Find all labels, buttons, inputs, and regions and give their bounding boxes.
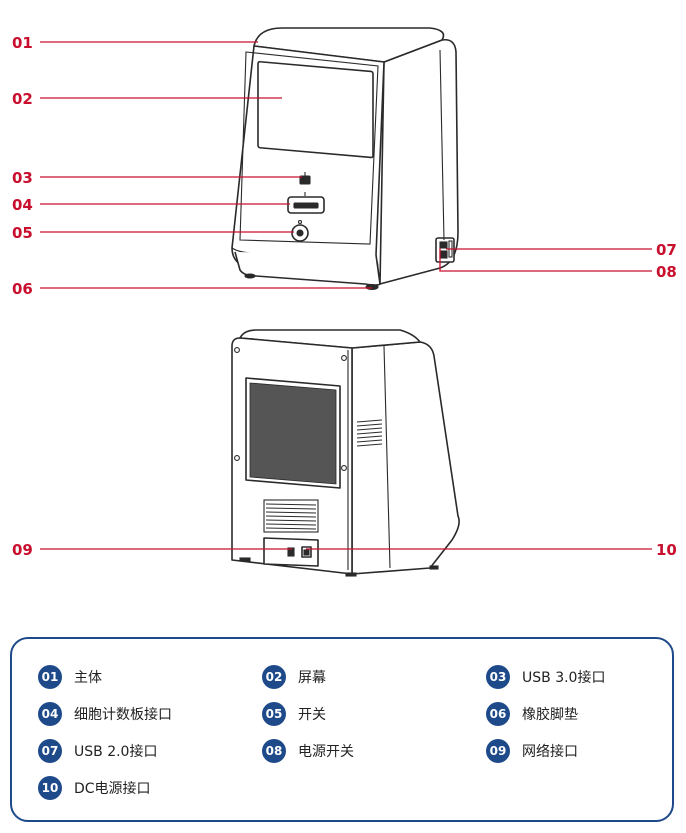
- callout-07: 07: [656, 241, 677, 259]
- legend-item-08: 08 电源开关: [262, 739, 354, 763]
- legend-item-09: 09 网络接口: [486, 739, 578, 763]
- callout-09: 09: [12, 541, 33, 559]
- callout-05: 05: [12, 224, 33, 242]
- legend-label: 细胞计数板接口: [74, 707, 172, 723]
- legend-item-01: 01 主体: [38, 665, 102, 689]
- legend-badge: 03: [486, 665, 510, 689]
- legend-item-06: 06 橡胶脚垫: [486, 702, 578, 726]
- legend-label: 开关: [298, 707, 326, 723]
- device-diagram: 01 02 03 04 05 06 07 08 09 10: [12, 27, 677, 577]
- legend-label: 屏幕: [298, 670, 326, 686]
- legend-badge: 06: [486, 702, 510, 726]
- legend-label: USB 3.0接口: [522, 670, 606, 686]
- legend-badge: 01: [38, 665, 62, 689]
- legend-item-10: 10 DC电源接口: [38, 776, 151, 800]
- back-view-device: [231, 329, 460, 577]
- callout-03: 03: [12, 169, 33, 187]
- legend-label: 主体: [74, 670, 102, 686]
- leader-lines: [40, 41, 652, 550]
- legend-label: 橡胶脚垫: [522, 707, 578, 723]
- legend-badge: 08: [262, 739, 286, 763]
- legend-label: 网络接口: [522, 744, 578, 760]
- legend-badge: 05: [262, 702, 286, 726]
- legend-item-04: 04 细胞计数板接口: [38, 702, 172, 726]
- callout-04: 04: [12, 196, 33, 214]
- callout-02: 02: [12, 90, 33, 108]
- legend-label: USB 2.0接口: [74, 744, 158, 760]
- legend-badge: 07: [38, 739, 62, 763]
- legend-label: DC电源接口: [74, 781, 151, 797]
- legend-label: 电源开关: [298, 744, 354, 760]
- legend-item-05: 05 开关: [262, 702, 326, 726]
- legend-item-03: 03 USB 3.0接口: [486, 665, 605, 689]
- legend-badge: 02: [262, 665, 286, 689]
- callout-06: 06: [12, 280, 33, 298]
- legend-panel: 01 主体 02 屏幕 03 USB 3.0接口 04 细胞计数板接口 05 开…: [10, 637, 674, 822]
- side-vent: [356, 419, 383, 447]
- legend-item-07: 07 USB 2.0接口: [38, 739, 157, 763]
- legend-badge: 10: [38, 776, 62, 800]
- legend-badge: 04: [38, 702, 62, 726]
- front-view-device: [231, 27, 459, 291]
- legend-badge: 09: [486, 739, 510, 763]
- lower-vent-slats: [265, 503, 317, 530]
- callout-08: 08: [656, 263, 677, 281]
- legend-item-02: 02 屏幕: [262, 665, 326, 689]
- callout-10: 10: [656, 541, 677, 559]
- callout-01: 01: [12, 34, 33, 52]
